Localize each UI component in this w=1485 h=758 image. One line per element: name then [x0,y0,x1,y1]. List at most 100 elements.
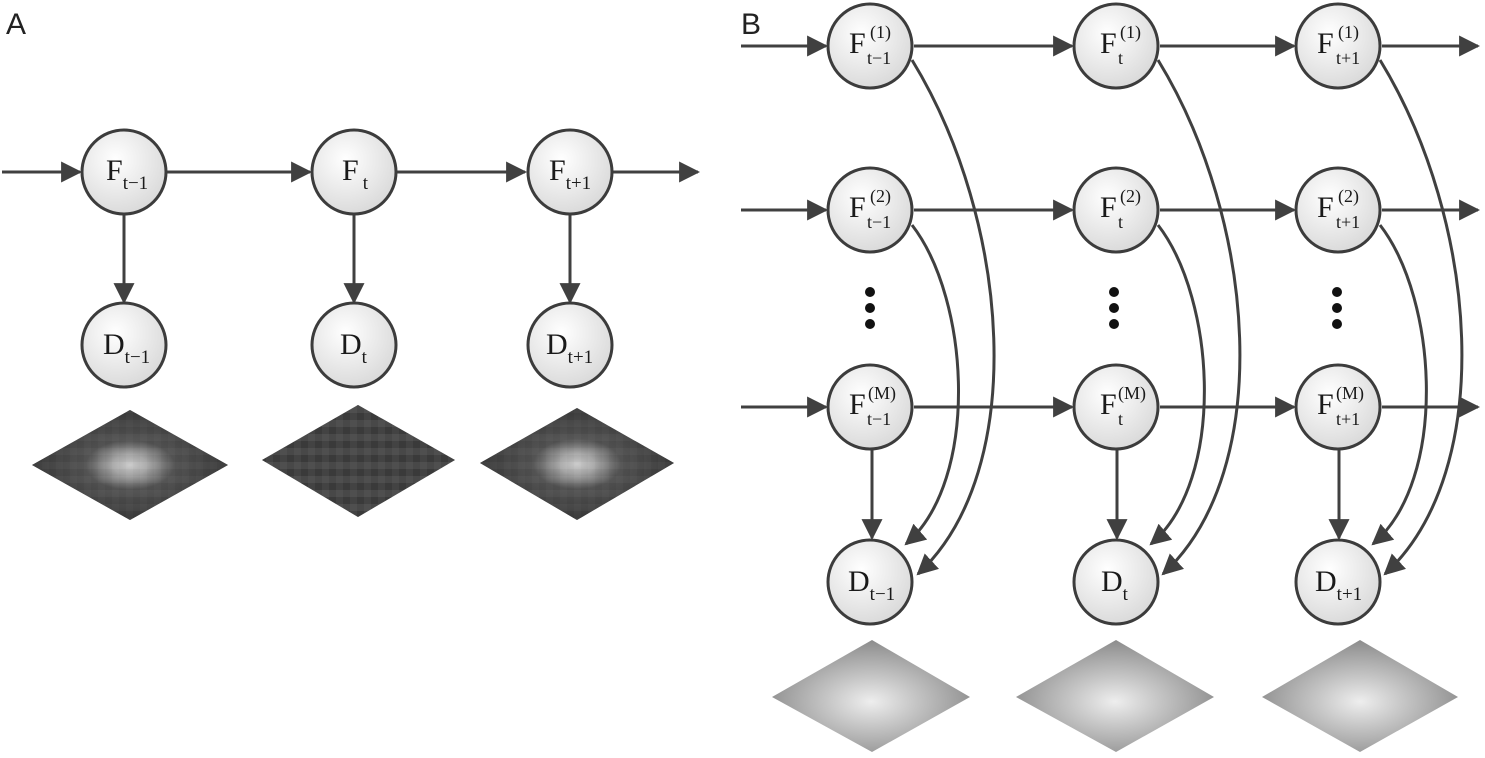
node-sup: (2) [870,186,891,207]
svg-text:F: F [1317,191,1334,224]
smooth-tile-tp1 [1262,640,1458,752]
svg-text:Dt−1: Dt−1 [848,565,895,605]
node-sup: (M) [868,383,896,404]
panel-label-a: A [6,8,26,41]
svg-text:F: F [1317,388,1334,421]
node-sub: t−1 [867,48,891,68]
svg-text:Ft+1: Ft+1 [549,154,591,194]
node-main: D [340,328,362,361]
node-sub: t−1 [867,212,891,232]
edge-b-f2-tp1-to-d [1371,224,1428,546]
svg-text:Dt+1: Dt+1 [1315,565,1362,605]
node-b-fm-t: F (M) t [1072,363,1160,451]
node-main: D [1315,565,1337,598]
edge-b-f1-tm1-to-d [910,59,996,576]
node-main: F [1317,27,1334,60]
svg-text:F: F [849,191,866,224]
node-sup: (2) [1120,186,1141,207]
node-sup: (M) [1118,383,1146,404]
node-b-d-tm1: Dt−1 [826,538,914,626]
smooth-tile-tm1 [772,640,970,752]
node-f-tp1: Ft+1 [526,128,614,216]
node-sub: t+1 [1336,48,1360,68]
node-sub: t−1 [123,173,149,194]
node-main: F [106,154,123,187]
svg-text:Dt−1: Dt−1 [103,328,150,368]
image-tile-tm1 [32,410,228,520]
svg-text:Ft−1: Ft−1 [106,154,148,194]
node-sub: t−1 [870,584,896,605]
node-d-tp1: Dt+1 [526,301,614,389]
node-sub: t−1 [125,347,151,368]
ellipsis-t [1109,287,1119,329]
node-b-f1-t: F (1) t [1072,2,1160,90]
node-main: F [549,154,566,187]
edge-b-f2-tm1-to-d [904,224,960,546]
svg-text:Dt: Dt [1101,565,1129,605]
node-b-f2-tp1: F (2) t+1 [1294,166,1382,254]
node-main: F [1317,191,1334,224]
node-sub: t [1118,212,1123,232]
smooth-tile-t [1016,640,1214,752]
svg-text:F: F [849,27,866,60]
svg-text:F: F [849,388,866,421]
node-main: D [848,565,870,598]
node-b-d-tp1: Dt+1 [1294,538,1382,626]
node-sub: t [1118,409,1123,429]
svg-text:F: F [1317,27,1334,60]
node-main: D [103,328,125,361]
node-main: F [849,27,866,60]
panel-label-b: B [741,8,761,41]
edge-b-f1-t-to-d [1156,59,1242,576]
svg-text:F: F [1100,191,1117,224]
node-sup: (2) [1338,186,1359,207]
node-main: F [1100,191,1117,224]
node-main: F [1100,388,1117,421]
node-sub: t+1 [1336,212,1360,232]
node-f-tm1: Ft−1 [80,128,168,216]
node-main: F [342,154,359,187]
node-sub: t [1123,584,1129,605]
svg-text:Dt: Dt [340,328,368,368]
node-sub: t+1 [566,173,592,194]
node-main: F [849,388,866,421]
image-tile-tp1 [480,408,674,520]
node-sup: (M) [1336,383,1364,404]
node-main: F [1100,27,1117,60]
node-b-f2-tm1: F (2) t−1 [826,166,914,254]
ellipsis-tp1 [1332,287,1342,329]
node-d-tm1: Dt−1 [80,301,168,389]
image-tile-t [262,405,455,517]
node-b-f1-tp1: F (1) t+1 [1294,2,1382,90]
panel-b: F (1) t−1 F (1) t F (1) t+1 F (2) t−1 F … [741,2,1481,752]
node-main: F [1317,388,1334,421]
svg-text:F: F [1100,388,1117,421]
edge-b-f2-t-to-d [1149,224,1206,546]
node-b-f1-tm1: F (1) t−1 [826,2,914,90]
node-sup: (1) [1120,22,1141,43]
node-sub: t+1 [568,347,594,368]
node-main: D [1101,565,1123,598]
node-sub: t [362,347,368,368]
ellipsis-tm1 [865,287,875,329]
node-sub: t [1118,48,1123,68]
node-sub: t+1 [1337,584,1363,605]
svg-text:F: F [1100,27,1117,60]
node-sub: t [363,173,369,194]
node-b-d-t: Dt [1072,538,1160,626]
node-sup: (1) [1338,22,1359,43]
node-sub: t+1 [1336,409,1360,429]
svg-text:Dt+1: Dt+1 [546,328,593,368]
node-main: F [849,191,866,224]
node-d-t: Dt [310,301,398,389]
node-b-fm-tm1: F (M) t−1 [826,363,914,451]
node-sup: (1) [870,22,891,43]
node-b-fm-tp1: F (M) t+1 [1294,363,1382,451]
node-b-f2-t: F (2) t [1072,166,1160,254]
node-sub: t−1 [867,409,891,429]
edge-b-f1-tp1-to-d [1378,59,1464,576]
svg-text:Ft: Ft [342,154,369,194]
